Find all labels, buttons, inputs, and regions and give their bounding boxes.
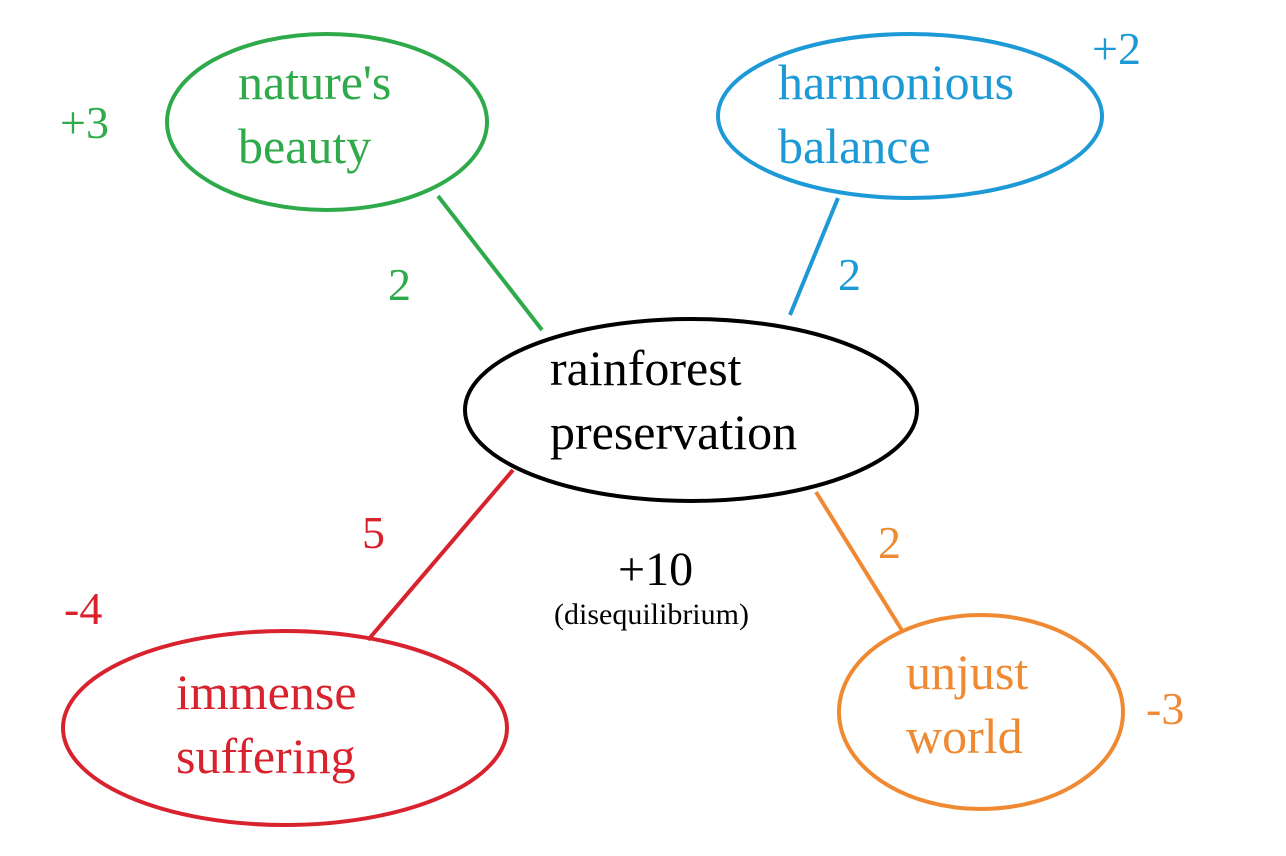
harmonious-balance-valence: +2: [1092, 23, 1141, 74]
node-unjust-world: [837, 613, 1125, 811]
unjust-world-line2: world: [906, 708, 1023, 764]
harmonious-balance-line1: harmonious: [778, 54, 1015, 110]
rainforest-preservation-line2: preservation: [550, 404, 798, 460]
node-natures-beauty: [165, 32, 489, 212]
rainforest-preservation-label: rainforest preservation: [550, 336, 797, 464]
node-harmonious-balance: [716, 32, 1104, 200]
natures-beauty-line2: beauty: [238, 118, 372, 174]
unjust-world-valence: -3: [1146, 683, 1185, 734]
immense-suffering-weight: 5: [362, 507, 385, 558]
immense-suffering-valence: -4: [64, 583, 103, 634]
harmonious-balance-weight: 2: [838, 249, 861, 300]
edge-natures-beauty: [436, 194, 544, 332]
edge-immense-suffering: [366, 468, 515, 642]
natures-beauty-weight: 2: [388, 259, 411, 310]
total-score: +10: [618, 543, 694, 596]
node-rainforest-preservation: [463, 317, 919, 503]
total-score-note: (disequilibrium): [554, 598, 749, 631]
unjust-world-label: unjust world: [906, 640, 1028, 768]
unjust-world-weight: 2: [878, 517, 901, 568]
immense-suffering-line2: suffering: [176, 728, 356, 784]
natures-beauty-valence: +3: [60, 97, 109, 148]
node-immense-suffering: [61, 629, 509, 827]
edge-unjust-world: [814, 490, 905, 634]
rainforest-preservation-line1: rainforest: [550, 340, 742, 396]
immense-suffering-label: immense suffering: [176, 660, 357, 788]
unjust-world-line1: unjust: [906, 644, 1029, 700]
natures-beauty-label: nature's beauty: [238, 50, 391, 178]
immense-suffering-line1: immense: [176, 664, 357, 720]
harmonious-balance-label: harmonious balance: [778, 50, 1014, 178]
edge-harmonious-balance: [788, 197, 840, 316]
natures-beauty-line1: nature's: [238, 54, 392, 110]
harmonious-balance-line2: balance: [778, 118, 931, 174]
